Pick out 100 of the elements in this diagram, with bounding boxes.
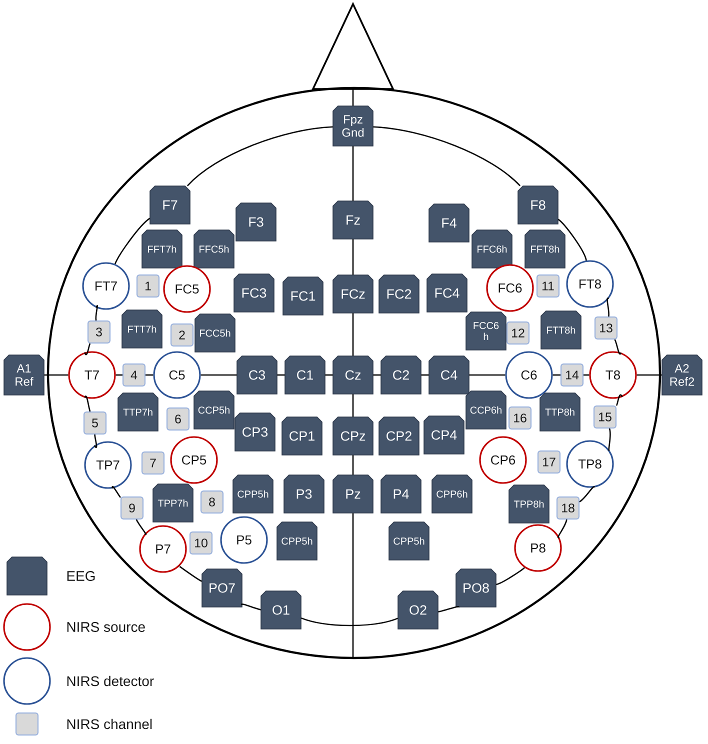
channel-box: 11 (536, 274, 560, 298)
electrode-box: FTT7h (122, 310, 162, 348)
electrode-box: FFC6h (472, 230, 512, 268)
electrode-box: FC4 (426, 274, 468, 312)
electrode-box: FC2 (378, 274, 420, 314)
guide-line (584, 374, 590, 376)
legend-label: NIRS source (67, 622, 145, 632)
channel-box: 6 (166, 408, 190, 430)
electrode-box: A2 Ref2 (662, 354, 702, 396)
guide-line (496, 567, 525, 586)
electrode-box: A1 Ref (4, 354, 44, 396)
guide-line (558, 218, 587, 261)
guide-line (116, 374, 122, 376)
channel-box: 3 (88, 320, 110, 344)
electrode-box: TPP8h (508, 484, 550, 524)
electrode-box: C4 (428, 356, 470, 394)
guide-line (352, 313, 354, 356)
electrode-box: CP4 (424, 416, 464, 454)
electrode-box: F7 (150, 186, 190, 224)
channel-box: 7 (142, 452, 164, 474)
electrode-box: CCP6h (466, 390, 506, 430)
electrode-box: CPP6h (432, 474, 472, 514)
channel-box: 13 (594, 316, 618, 340)
guide-line (178, 566, 202, 582)
guide-line (469, 374, 506, 376)
electrode-box: Fpz Gnd (332, 106, 374, 146)
guide-line (136, 519, 146, 535)
electrode-box: C3 (236, 356, 278, 394)
legend-label: NIRS detector (67, 676, 154, 686)
guide-line (352, 513, 354, 657)
electrode-box: F3 (236, 202, 276, 242)
channel-box: 17 (538, 450, 560, 474)
channel-box: 10 (190, 532, 212, 554)
electrode-box: O1 (260, 590, 302, 630)
electrode-box: CPP5h (232, 474, 274, 514)
guide-line (579, 486, 595, 502)
channel-box: 2 (170, 324, 194, 346)
channel-box: 18 (556, 496, 580, 520)
electrode-box: FFC5h (194, 230, 234, 268)
legend-label: NIRS channel (67, 718, 152, 730)
channel-box: 1 (136, 274, 160, 298)
guide-line (325, 374, 333, 376)
guide-line (636, 374, 662, 376)
guide-line (114, 218, 150, 264)
guide-line (146, 374, 154, 376)
guide-line (558, 519, 568, 538)
guide-line (95, 306, 98, 321)
electrode-box: CPz (332, 416, 374, 456)
electrode-box: CP2 (378, 416, 420, 456)
guide-line (373, 126, 520, 186)
channel-box: 8 (200, 490, 224, 514)
electrode-box: FCC5h (194, 314, 236, 352)
guide-line (614, 339, 622, 354)
guide-line (606, 298, 610, 317)
guide-line (608, 428, 611, 451)
guide-line (242, 604, 261, 610)
guide-line (112, 486, 122, 498)
electrode-box: FCC6 h (466, 312, 506, 350)
electrode-box: O2 (398, 590, 438, 630)
electrode-box: FCz (332, 274, 374, 314)
electrode-box: PO8 (456, 568, 496, 608)
electrode-box: P4 (380, 474, 422, 514)
guide-line (200, 374, 237, 376)
guide-line (373, 374, 381, 376)
guide-line (44, 374, 68, 376)
electrode-box: P3 (284, 474, 324, 514)
electrode-box: PO7 (202, 568, 242, 608)
channel-box: 4 (122, 364, 146, 386)
guide-line (421, 374, 429, 376)
electrode-box: CCP5h (194, 390, 234, 430)
guide-line (352, 239, 354, 275)
channel-box: 5 (84, 412, 106, 434)
guide-line (352, 394, 354, 417)
guide-line (352, 455, 354, 475)
guide-line (277, 374, 285, 376)
legend-label: EEG (67, 571, 95, 581)
electrode-box: Pz (332, 474, 374, 514)
electrode-box: TTP8h (540, 392, 580, 432)
guide-line (84, 396, 91, 412)
guide-line (94, 434, 98, 448)
electrode-box: F8 (518, 186, 558, 224)
electrode-box: CP3 (234, 412, 276, 452)
electrode-box: CP1 (282, 416, 322, 456)
electrode-box: FFT8h (524, 230, 566, 268)
electrode-box: C2 (380, 356, 422, 394)
guide-line (301, 617, 398, 626)
electrode-box: Cz (332, 356, 374, 394)
electrode-box: Fz (332, 200, 374, 240)
electrode-box: FC1 (282, 276, 324, 316)
electrode-box: F4 (428, 204, 470, 242)
channel-box: 9 (120, 496, 144, 520)
guide-line (352, 146, 354, 201)
electrode-box: FFT7h (142, 230, 182, 268)
channel-box: 14 (560, 364, 584, 386)
channel-box: 16 (508, 406, 532, 430)
channel-box: 15 (594, 406, 616, 428)
guide-line (84, 343, 91, 356)
electrode-box: CPP5h (388, 522, 430, 560)
electrode-box: TTP7h (118, 392, 158, 432)
electrode-box: CPP5h (276, 522, 318, 560)
